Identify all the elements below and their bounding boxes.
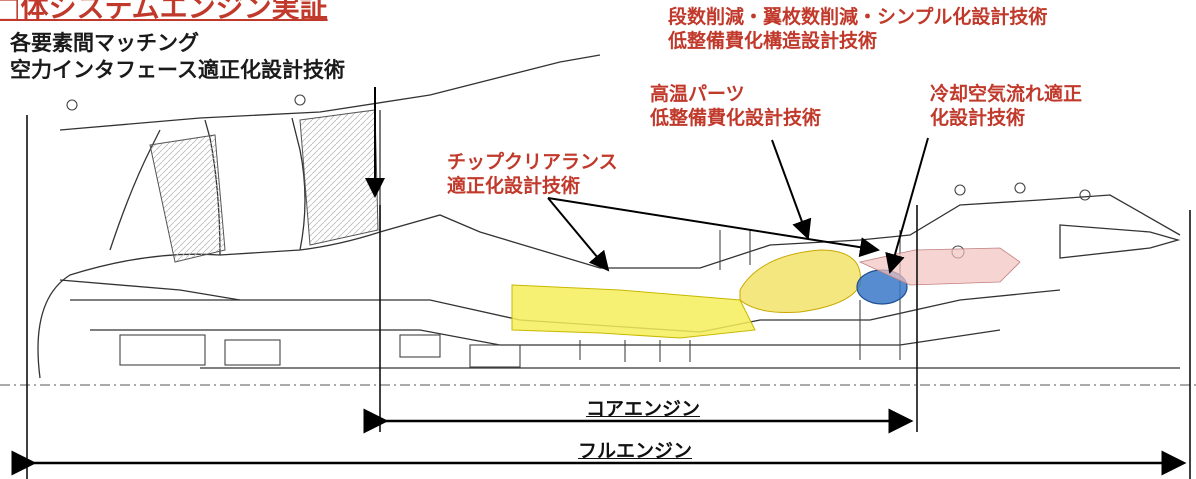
stage-reduction-line2: 低整備費化構造設計技術 [668, 30, 878, 53]
full-engine-label: フルエンジン [578, 440, 693, 462]
tip-clearance-annotation: チップクリアランス 適正化設計技術 [447, 150, 618, 199]
fan-blades [149, 109, 379, 263]
hot-parts-line1: 高温パーツ [650, 83, 745, 105]
hot-parts-line2: 低整備費化設計技術 [650, 107, 822, 130]
cooling-flow-annotation: 冷却空気流れ適正 化設計技術 [930, 82, 1082, 131]
dimension-guides [26, 115, 1191, 479]
stage-reduction-line1: 段数削減・翼枚数削減・シンプル化設計技術 [668, 6, 1048, 28]
tip-clearance-line1: チップクリアランス [447, 151, 618, 173]
annotation-arrows [365, 87, 929, 274]
matching-annotation: 各要素間マッチング 空力インタフェース適正化設計技術 [10, 30, 345, 84]
page-title: □体システムエンジン実証 [0, 0, 328, 24]
hot-parts-annotation: 高温パーツ 低整備費化設計技術 [650, 82, 821, 131]
high-pressure-compressor-highlight [511, 284, 756, 339]
tip-clearance-line2: 適正化設計技術 [447, 175, 581, 198]
matching-annotation-line1: 各要素間マッチング [10, 31, 199, 55]
cooling-flow-line2: 化設計技術 [930, 107, 1026, 130]
exhaust-nozzle [1059, 224, 1181, 259]
core-engine-label: コアエンジン [586, 398, 701, 420]
combustor-highlight [739, 249, 861, 313]
stage-reduction-annotation: 段数削減・翼枚数削減・シンプル化設計技術 低整備費化構造設計技術 [668, 5, 1047, 54]
matching-annotation-line2: 空力インタフェース適正化設計技術 [10, 57, 345, 82]
accessory-details [66, 94, 1091, 368]
cooling-flow-line1: 冷却空気流れ適正 [930, 83, 1083, 105]
